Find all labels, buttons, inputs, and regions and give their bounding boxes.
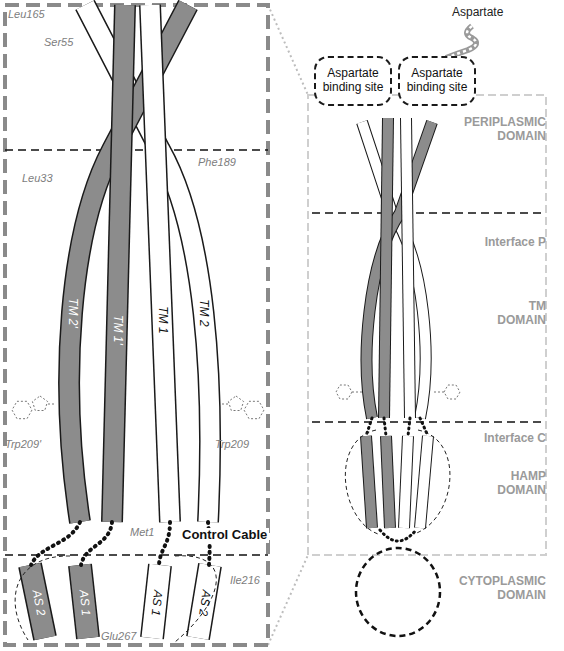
- residue-label: Ser55: [44, 36, 73, 49]
- detail-frame: [5, 5, 268, 645]
- control-cable: [366, 418, 428, 541]
- interface-label: Interface P: [485, 236, 546, 250]
- residue-label: Glu267: [101, 630, 136, 643]
- helix-label: AS 2: [195, 589, 212, 617]
- hamp-helices: [30, 565, 210, 638]
- residue-label: Trp209: [215, 438, 249, 451]
- ligand-path: [446, 26, 476, 58]
- helix-label: TM 1': [110, 315, 124, 345]
- cytoplasmic-domain-outline: [356, 548, 440, 636]
- interface-line: [5, 150, 268, 555]
- domain-label: HAMP DOMAIN: [497, 470, 546, 498]
- residue-label: Ile216: [230, 574, 260, 587]
- helix-label: TM 1: [155, 306, 169, 333]
- zoom-guide: [268, 5, 308, 645]
- interface-label: Interface C: [484, 432, 546, 446]
- ligand-label: Aspartate: [452, 6, 503, 20]
- hamp-loop: [345, 430, 450, 534]
- helix-label: TM 2: [196, 299, 210, 326]
- cable-label: Control Cable: [180, 528, 269, 543]
- ligand-path: [446, 26, 476, 58]
- residue-label: Trp209': [5, 438, 41, 451]
- domain-label: TM DOMAIN: [497, 300, 546, 328]
- zoom-frame: [308, 95, 546, 555]
- residue-label: Leu33: [22, 172, 53, 185]
- node-text: Aspartate binding site: [320, 67, 386, 95]
- hamp-loop: [15, 556, 216, 642]
- domain-label: PERIPLASMIC DOMAIN: [464, 116, 546, 144]
- helix-label: TM 2': [65, 298, 79, 328]
- binding-site: Aspartate binding site: [314, 56, 392, 106]
- tm-helices: [69, 5, 210, 522]
- helix-label: AS 1: [148, 589, 164, 616]
- residue-label: Met1: [130, 526, 154, 539]
- residue-label: Phe189: [198, 156, 236, 169]
- residue-label: Leu165: [8, 8, 45, 21]
- trp-ring: [12, 396, 264, 419]
- helix-label: AS 1: [76, 589, 92, 616]
- domain-label: CYTOPLASMIC DOMAIN: [459, 575, 546, 603]
- tm-helices-small: [362, 118, 432, 528]
- binding-site: Aspartate binding site: [398, 56, 476, 106]
- node-text: Aspartate binding site: [404, 67, 470, 95]
- trp-ring: [336, 385, 460, 399]
